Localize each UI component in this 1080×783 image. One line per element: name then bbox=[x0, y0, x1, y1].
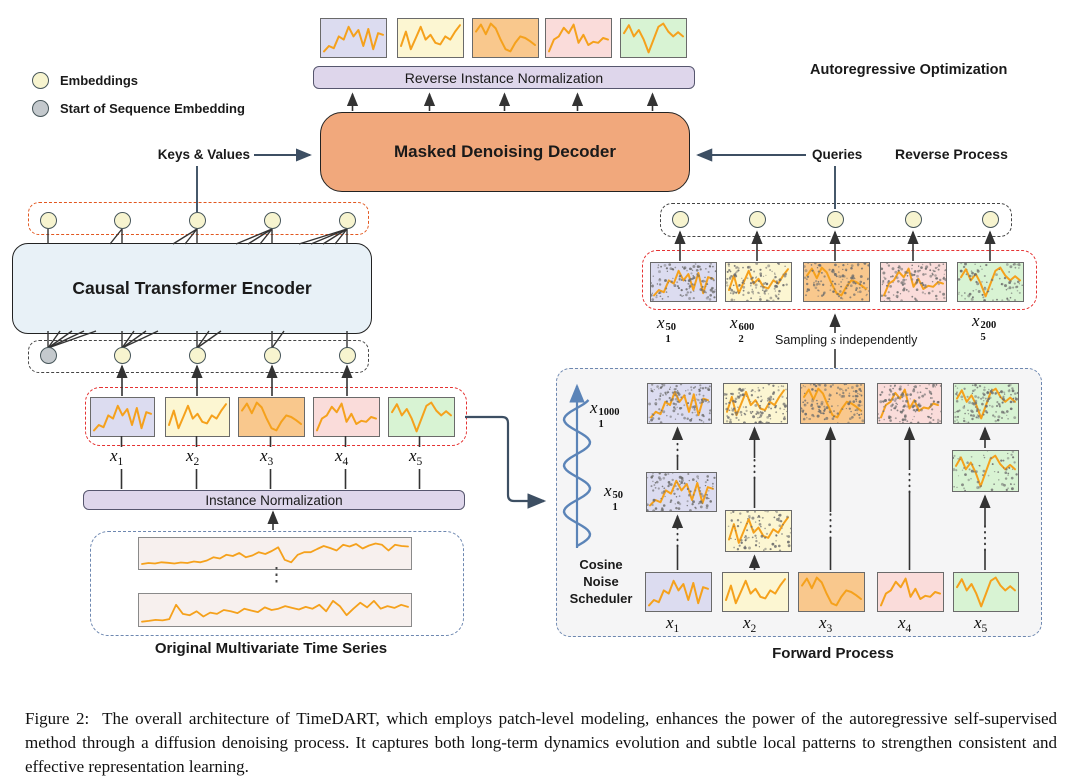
label-x2: x2 bbox=[184, 446, 202, 469]
reconstructed-patch-1 bbox=[320, 18, 387, 58]
fwd-t50-patch-1 bbox=[646, 472, 717, 512]
figure-caption: Figure 2: The overall architecture of Ti… bbox=[25, 707, 1057, 779]
fwd-t1000-patch-3 bbox=[800, 383, 865, 424]
forward-process-label: Forward Process bbox=[772, 645, 894, 662]
query-embedding-3 bbox=[827, 211, 844, 228]
reconstructed-patch-5 bbox=[620, 18, 687, 58]
encoder-input-embedding-5 bbox=[339, 347, 356, 364]
patch-x4 bbox=[313, 397, 380, 437]
causal-transformer-encoder: Causal Transformer Encoder bbox=[12, 243, 372, 334]
label-x4: x4 bbox=[333, 446, 351, 469]
clean-patches-box bbox=[85, 387, 467, 446]
embedding-legend-icon bbox=[32, 72, 49, 89]
encoder-input-embedding-4 bbox=[264, 347, 281, 364]
query-embedding-1 bbox=[672, 211, 689, 228]
sampling-label: Sampling s independently bbox=[772, 333, 921, 349]
figure-caption-tag: Figure 2: bbox=[25, 709, 90, 728]
query-embedding-4 bbox=[905, 211, 922, 228]
fwd-clean-patch-5 bbox=[953, 572, 1019, 612]
patch-x1 bbox=[90, 397, 155, 437]
fwd-mid-patch-2 bbox=[725, 510, 792, 552]
reverse-process-label: Reverse Process bbox=[895, 146, 1008, 162]
fwd-label-x5: x5 bbox=[974, 613, 988, 635]
noised-patches-box bbox=[642, 250, 1037, 310]
patch-x2 bbox=[165, 397, 230, 437]
encoder-output-embedding-3 bbox=[189, 212, 206, 229]
instance-normalization-label: Instance Normalization bbox=[205, 492, 343, 508]
query-embedding-2 bbox=[749, 211, 766, 228]
original-series-label: Original Multivariate Time Series bbox=[154, 640, 388, 657]
masked-denoising-decoder-label: Masked Denoising Decoder bbox=[393, 142, 616, 161]
patch-x5 bbox=[388, 397, 455, 437]
fwd-label-x2: x2 bbox=[743, 613, 757, 635]
masked-denoising-decoder: Masked Denoising Decoder bbox=[320, 112, 690, 192]
fwd-mid-patch-5 bbox=[952, 450, 1019, 492]
reconstructed-patch-4 bbox=[545, 18, 612, 58]
encoder-output-embedding-4 bbox=[264, 212, 281, 229]
encoder-output-embedding-5 bbox=[339, 212, 356, 229]
original-series-strip-1 bbox=[138, 537, 412, 570]
queries-label: Queries bbox=[812, 147, 863, 162]
fwd-clean-patch-2 bbox=[722, 572, 789, 612]
query-embedding-5 bbox=[982, 211, 999, 228]
noised-patch-1 bbox=[650, 262, 717, 302]
fwd-t1000-patch-1 bbox=[647, 383, 712, 424]
fwd-clean-patch-3 bbox=[798, 572, 865, 612]
label-x5: x5 bbox=[407, 446, 425, 469]
original-series-box bbox=[90, 531, 464, 636]
fwd-t1000-patch-5 bbox=[953, 383, 1019, 424]
fwd-clean-patch-1 bbox=[645, 572, 712, 612]
sos-embedding-legend-icon bbox=[32, 100, 49, 117]
sos-embedding bbox=[40, 347, 57, 364]
noised-patch-5 bbox=[957, 262, 1024, 302]
encoder-output-embedding-1 bbox=[40, 212, 57, 229]
reverse-instance-normalization-bar: Reverse Instance Normalization bbox=[313, 66, 695, 89]
series-vertical-dots: ⋮ bbox=[267, 565, 286, 586]
encoder-output-embedding-2 bbox=[114, 212, 131, 229]
noised-patch-3 bbox=[803, 262, 870, 302]
autoregressive-optimization-label: Autoregressive Optimization bbox=[810, 62, 1008, 78]
noised-patch-2 bbox=[725, 262, 792, 302]
reconstructed-patch-3 bbox=[472, 18, 539, 58]
encoder-input-embedding-2 bbox=[114, 347, 131, 364]
patch-x3 bbox=[238, 397, 305, 437]
instance-normalization-bar: Instance Normalization bbox=[83, 490, 465, 510]
legend-embeddings-label: Embeddings bbox=[60, 73, 139, 88]
noised-patch-4 bbox=[880, 262, 947, 302]
keys-values-label: Keys & Values bbox=[157, 147, 250, 162]
fwd-label-x3: x3 bbox=[819, 613, 833, 635]
fwd-t1000-patch-4 bbox=[877, 383, 942, 424]
reconstructed-patch-2 bbox=[397, 18, 464, 58]
encoder-output-embeddings-box bbox=[28, 202, 369, 235]
label-x3: x3 bbox=[258, 446, 276, 469]
legend-sos-label: Start of Sequence Embedding bbox=[60, 101, 245, 116]
original-series-strip-2 bbox=[138, 593, 412, 627]
label-x1: x1 bbox=[108, 446, 126, 469]
figure-caption-text: The overall architecture of TimeDART, wh… bbox=[25, 709, 1057, 776]
reverse-instance-normalization-label: Reverse Instance Normalization bbox=[404, 69, 604, 86]
fwd-t1000-patch-2 bbox=[723, 383, 788, 424]
causal-transformer-encoder-label: Causal Transformer Encoder bbox=[72, 278, 312, 298]
fwd-label-x1: x1 bbox=[666, 613, 680, 635]
fwd-clean-patch-4 bbox=[877, 572, 944, 612]
encoder-input-embedding-3 bbox=[189, 347, 206, 364]
fwd-label-x4: x4 bbox=[898, 613, 912, 635]
